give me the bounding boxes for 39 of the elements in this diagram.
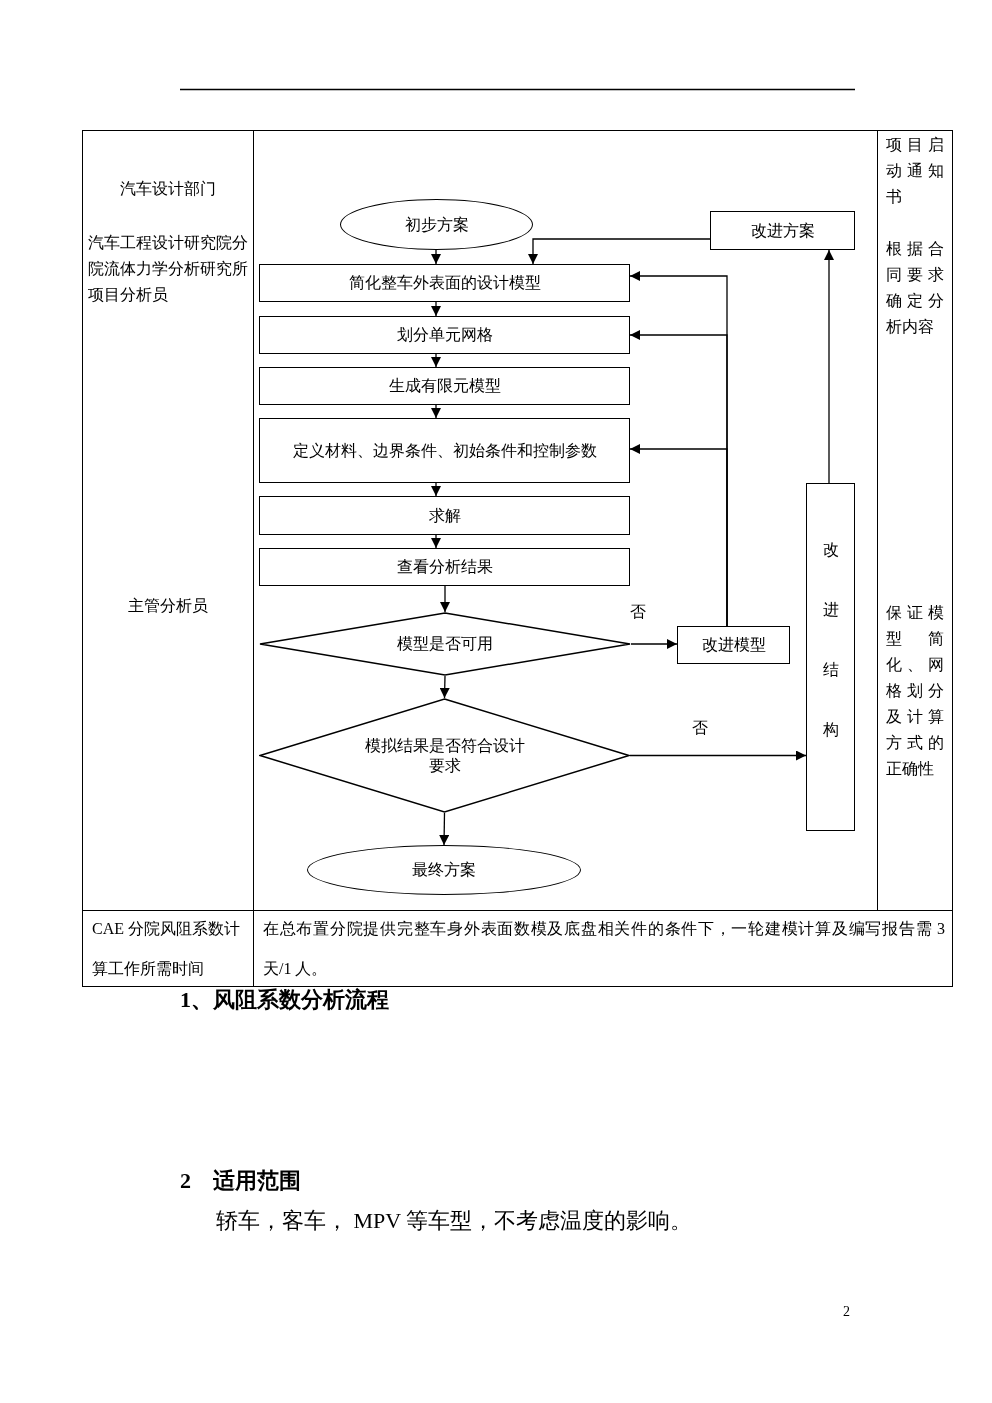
cell-text: 主管分析员 [127,596,209,616]
section-heading: 2 适用范围 [180,1167,302,1195]
arrow [528,238,711,265]
arrow [439,675,450,699]
arrow [431,482,441,497]
section-heading: 1、风阻系数分析流程 [180,986,390,1014]
arrow [431,301,441,317]
decision-diamond: 模拟结果是否符合设计要求 [259,698,630,813]
decision-diamond: 模型是否可用 [259,612,631,676]
arrow [824,249,834,484]
cell-text: CAE 分院风阻系数计算工作所需时间 [92,919,241,979]
process-box: 划分单元网格 [259,316,630,354]
cell-text: 根据合同要求确定分析内容 [886,239,944,337]
process-box: 改进模型 [677,626,790,664]
process-box: 改进方案 [710,211,855,250]
process-box: 改进结构 [806,483,855,831]
terminal-ellipse: 初步方案 [340,199,533,250]
arrow [431,249,441,265]
arrow [439,812,450,846]
process-box: 查看分析结果 [259,548,630,586]
body-text: 轿车，客车， MPV 等车型，不考虑温度的影响。 [216,1207,694,1235]
arrow [431,353,441,368]
page-number: 2 [843,1303,851,1321]
process-box: 求解 [259,496,630,535]
cell-text: 汽车工程设计研究院分院流体力学分析研究所项目分析员 [88,233,248,305]
arrow [629,750,807,761]
process-box: 生成有限元模型 [259,367,630,405]
process-box: 定义材料、边界条件、初始条件和控制参数 [259,418,630,483]
cell-text: 保证模型简化、网格划分及计算方式的正确性 [886,603,944,779]
cell-text: 项目启动通知书 [886,135,944,207]
arrow [440,585,450,613]
cell-text: 汽车设计部门 [119,179,217,199]
process-box: 简化整车外表面的设计模型 [259,264,630,302]
arrow [629,444,728,627]
cell-text: 在总布置分院提供完整车身外表面数模及底盘相关件的条件下，一轮建模计算及编写报告需 3 天/1 人。 [263,919,945,979]
arrow [431,534,441,549]
terminal-ellipse: 最终方案 [307,845,581,895]
arrow [431,404,441,419]
arrow [630,639,678,649]
